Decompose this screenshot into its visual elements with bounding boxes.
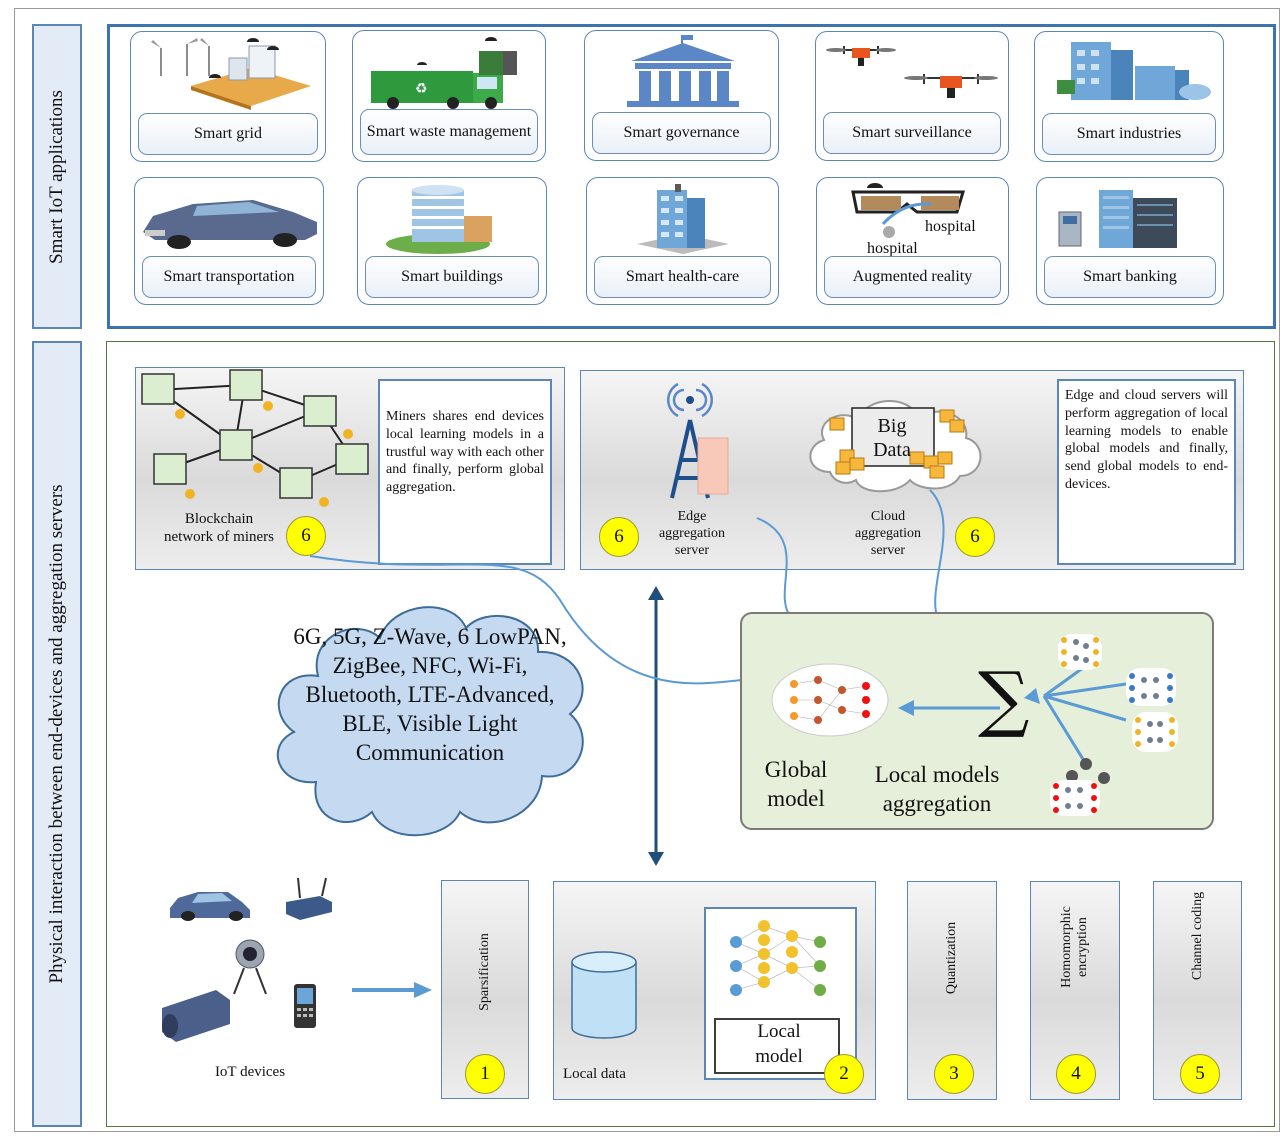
app-card-smart-banking: Smart banking [1036, 177, 1224, 305]
svg-text:♻: ♻ [415, 82, 428, 97]
factory-icon [1035, 36, 1223, 108]
global-model-label: Global model [764, 757, 828, 811]
iot-devices-icons [162, 877, 332, 1042]
blockchain-label: Blockchain network of miners [164, 511, 274, 545]
ar-overlay-text-2: hospital [867, 240, 918, 257]
communication-cloud-shape [276, 606, 584, 837]
wind-turbine-grid-icon [131, 36, 325, 110]
local-data-cylinder-icon [571, 951, 637, 1039]
communication-text: 6G, 5G, Z-Wave, 6 LowPAN, ZigBee, NFC, W… [293, 624, 567, 765]
side-label-interaction: Physical interaction between end-devices… [32, 341, 82, 1127]
app-card-smart-grid: Smart grid [130, 31, 326, 162]
step-4-homomorphic: 4 [1056, 1054, 1096, 1094]
garbage-truck-icon: ♻ [353, 35, 545, 109]
channel-coding-label: Channel coding [1189, 892, 1205, 981]
government-building-icon [585, 35, 778, 107]
sum-symbol: ∑ [978, 656, 1030, 740]
app-label: Smart health-care [594, 256, 771, 298]
local-models-label: Local models aggregation [874, 762, 1000, 816]
app-card-smart-industries: Smart industries [1034, 31, 1224, 162]
app-label: Smart banking [1044, 256, 1216, 298]
app-label: Augmented reality [824, 256, 1001, 298]
iot-devices-label: IoT devices [214, 1064, 286, 1080]
quantization-label: Quantization [943, 921, 959, 995]
app-label: Smart industries [1042, 113, 1216, 155]
step-6-blockchain: 6 [286, 516, 326, 556]
app-label: Smart waste management [360, 109, 538, 155]
app-label: Smart buildings [365, 256, 539, 298]
app-label: Smart governance [592, 112, 771, 154]
vertical-double-arrow [648, 586, 664, 866]
app-label: Smart surveillance [823, 112, 1001, 154]
step-2-local-model: 2 [824, 1054, 864, 1094]
blockchain-network-icon [141, 369, 369, 507]
sparsification-label: Sparsification [476, 933, 492, 1012]
app-card-smart-transportation: Smart transportation [134, 177, 324, 305]
app-card-smart-governance: Smart governance [584, 30, 779, 161]
figure-frame [14, 8, 1280, 1132]
app-label: Smart grid [138, 113, 318, 155]
drone-icon [816, 36, 1008, 108]
cloud-icon [809, 400, 982, 493]
bank-atm-icon [1037, 182, 1223, 254]
app-card-smart-buildings: Smart buildings [357, 177, 547, 305]
local-models-icons [1050, 634, 1178, 816]
global-model-network-icon [771, 663, 889, 737]
app-card-smart-surveillance: Smart surveillance [815, 31, 1009, 161]
ar-glasses-icon [817, 182, 1008, 254]
step-5-channel-coding: 5 [1180, 1054, 1220, 1094]
blockchain-description: Miners shares end devices local learning… [378, 379, 552, 565]
step-6-edge: 6 [599, 517, 639, 557]
hospital-building-icon [587, 182, 778, 254]
local-model-network-icon [730, 920, 826, 996]
step-6-cloud: 6 [955, 517, 995, 557]
local-model-label: Local model [755, 1021, 803, 1067]
big-data-label: Big Data [873, 415, 911, 461]
office-building-icon [358, 182, 546, 254]
app-label: Smart transportation [142, 256, 316, 298]
ar-overlay-text-1: hospital [925, 218, 976, 235]
homomorphic-label: Homomorphic encryption [1058, 906, 1090, 988]
side-label-applications: Smart IoT applications [32, 24, 82, 329]
iot-to-pipeline-arrow [352, 982, 432, 998]
servers-description: Edge and cloud servers will perform aggr… [1057, 379, 1236, 565]
app-card-smart-health-care: Smart health-care [586, 177, 779, 305]
local-data-label: Local data [563, 1066, 626, 1082]
car-icon [135, 182, 323, 254]
cloud-server-label: Cloud aggregation server [854, 509, 922, 558]
edge-server-label: Edge aggregation server [658, 509, 726, 558]
local-model-label-box [714, 1018, 840, 1074]
app-card-smart-waste: ♻ Smart waste management [352, 30, 546, 162]
step-3-quantization: 3 [934, 1054, 974, 1094]
edge-tower-icon [667, 382, 729, 499]
step-1-sparsification: 1 [465, 1054, 505, 1094]
app-card-augmented-reality: hospital hospital Augmented reality [816, 177, 1009, 305]
